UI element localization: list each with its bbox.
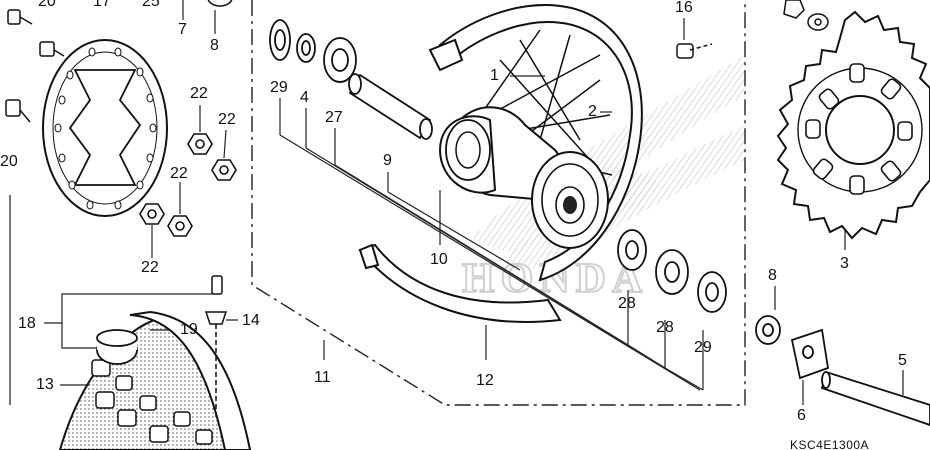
driven-sprocket: [776, 10, 930, 240]
callout-3: 3: [840, 255, 849, 272]
disc-bolts: [5, 9, 65, 123]
callout-8-right: 8: [768, 267, 777, 284]
distance-collar: [348, 73, 433, 140]
callout-18: 18: [18, 315, 36, 332]
left-bearings: [269, 19, 357, 83]
right-bearings: [617, 229, 727, 313]
callout-9: 9: [383, 152, 392, 169]
leader-lines: [9, 0, 904, 405]
assembly-frame: [251, 0, 746, 406]
callout-19: 19: [180, 321, 198, 338]
disc-nuts: [139, 133, 237, 237]
callout-28-a: 28: [618, 295, 636, 312]
rim: [358, 243, 562, 323]
callout-13: 13: [36, 376, 54, 393]
callout-2: 2: [588, 103, 597, 120]
callout-28-b: 28: [656, 319, 674, 336]
tire: [58, 310, 252, 450]
callout-22-c: 22: [170, 165, 188, 182]
callout-22-b: 22: [218, 111, 236, 128]
callout-17: 17: [93, 0, 111, 10]
spoked-wheel: [428, 3, 643, 282]
callout-25: 25: [142, 0, 160, 10]
valve: [204, 275, 228, 420]
sprocket-fasteners: [783, 0, 829, 31]
callout-14: 14: [242, 312, 260, 329]
callout-11: 11: [314, 369, 331, 386]
callout-10: 10: [430, 251, 448, 268]
callout-16: 16: [675, 0, 693, 16]
callout-29-left: 29: [270, 79, 288, 96]
callout-20-top: 20: [38, 0, 56, 10]
diagram-code: KSC4E1300A: [790, 438, 870, 450]
callout-27: 27: [325, 109, 343, 126]
top-collar: [207, 0, 233, 7]
callout-7: 7: [178, 21, 187, 38]
brake-disc: [42, 39, 168, 217]
callout-8-top: 8: [210, 37, 219, 54]
callout-6: 6: [797, 407, 806, 424]
axle-parts: [755, 315, 930, 426]
callout-4: 4: [300, 89, 309, 106]
callout-22-d: 22: [141, 259, 159, 276]
callout-20-left: 20: [0, 153, 18, 170]
callout-12: 12: [476, 372, 494, 389]
callout-5: 5: [898, 352, 907, 369]
callout-22-a: 22: [190, 85, 208, 102]
callout-29-right: 29: [694, 339, 712, 356]
callout-1: 1: [490, 67, 499, 84]
nipple-plug: [676, 43, 713, 59]
